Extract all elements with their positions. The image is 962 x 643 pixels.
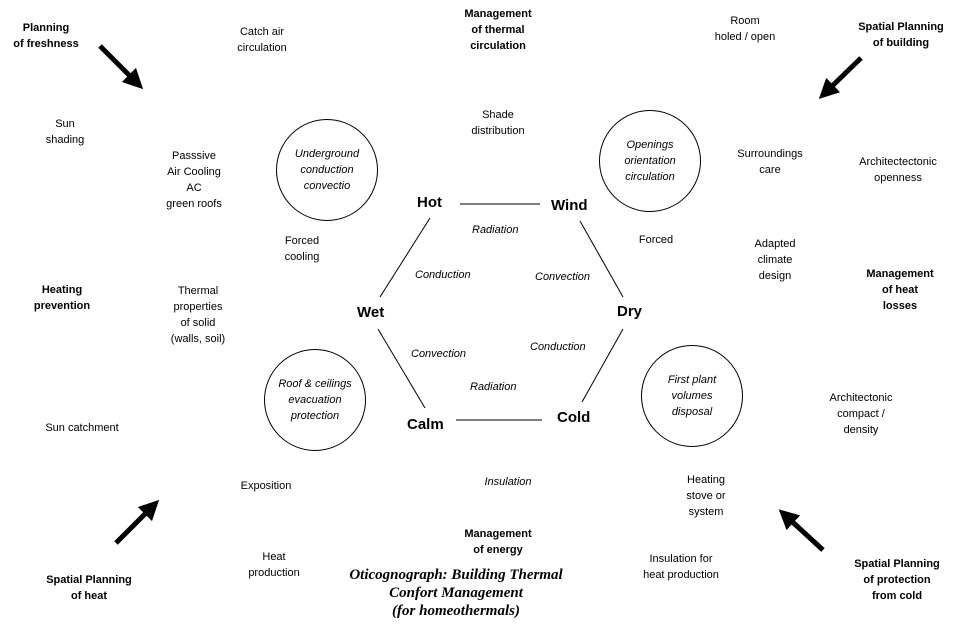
edge-dry-cold bbox=[581, 328, 624, 403]
node-cold: Cold bbox=[557, 409, 591, 426]
label-forced: Forced bbox=[638, 234, 674, 246]
label-sun-catchment: Sun catchment bbox=[45, 422, 119, 434]
node-wet: Wet bbox=[357, 304, 385, 321]
node-hot: Hot bbox=[417, 194, 442, 211]
diagram-title: Oticognograph: Building Thermal Confort … bbox=[349, 567, 563, 619]
edge-label-conduction-right: Conduction bbox=[530, 341, 586, 353]
node-wind: Wind bbox=[551, 197, 588, 214]
edge-label-conduction-left: Conduction bbox=[415, 269, 471, 281]
label-insulation: Insulation bbox=[484, 476, 532, 488]
edge-wet-hot bbox=[379, 217, 431, 298]
node-dry: Dry bbox=[617, 303, 643, 320]
arrow-top-right bbox=[818, 56, 863, 99]
arrow-bottom-right bbox=[778, 509, 825, 552]
edge-wet-calm bbox=[377, 328, 426, 409]
edge-wind-dry bbox=[579, 220, 624, 298]
label-exposition: Exposition bbox=[240, 480, 292, 492]
arrow-top-left bbox=[98, 44, 144, 90]
edge-label-convection-right: Convection bbox=[535, 271, 591, 283]
node-calm: Calm bbox=[407, 416, 444, 433]
edge-label-convection-left: Convection bbox=[411, 348, 467, 360]
edge-label-radiation-bottom: Radiation bbox=[470, 381, 517, 393]
arrow-bottom-left bbox=[114, 499, 160, 545]
edge-label-radiation-top: Radiation bbox=[472, 224, 519, 236]
